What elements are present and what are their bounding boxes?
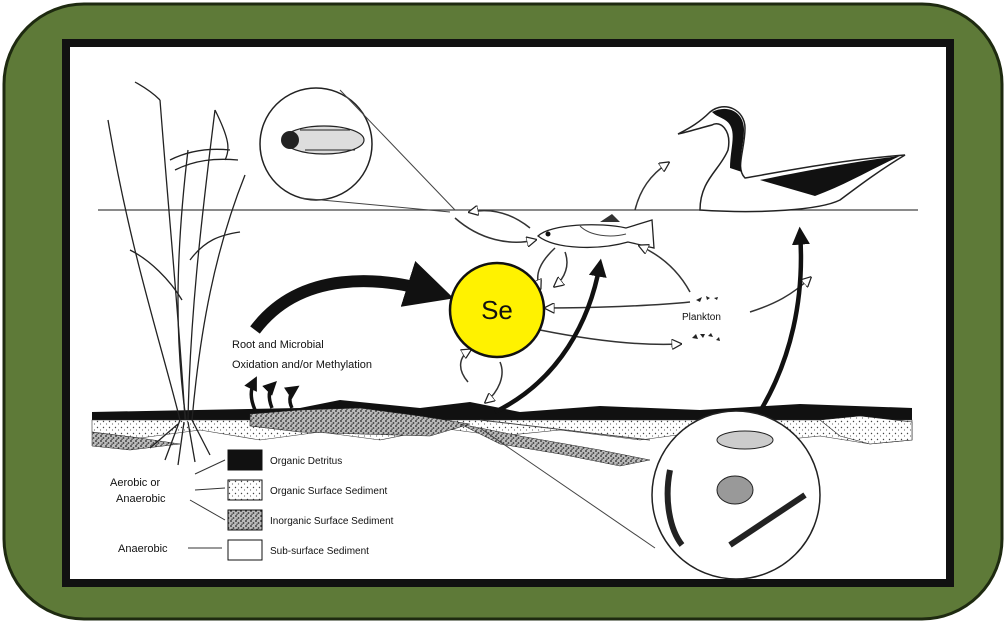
legend-swatch-sub-surface-sediment <box>228 540 262 560</box>
legend-condition-aerobic-1: Aerobic or <box>110 477 160 489</box>
process-label-line-2: Oxidation and/or Methylation <box>232 359 372 371</box>
legend-condition-aerobic-2: Anaerobic <box>116 493 166 505</box>
selenium-label: Se <box>481 295 513 325</box>
legend-swatch-organic-surface-sediment <box>228 480 262 500</box>
legend-swatch-inorganic-surface-sediment <box>228 510 262 530</box>
legend-label-organic-detritus: Organic Detritus <box>270 456 342 467</box>
legend-label-inorganic-surface-sediment: Inorganic Surface Sediment <box>270 516 394 527</box>
selenium-node: Se <box>450 263 544 357</box>
process-label-line-1: Root and Microbial <box>232 339 324 351</box>
plankton-label: Plankton <box>682 312 721 323</box>
legend-label-sub-surface-sediment: Sub-surface Sediment <box>270 546 369 557</box>
legend-label-organic-surface-sediment: Organic Surface Sediment <box>270 486 388 497</box>
legend-condition-anaerobic: Anaerobic <box>118 543 168 555</box>
legend-swatch-organic-detritus <box>228 450 262 470</box>
